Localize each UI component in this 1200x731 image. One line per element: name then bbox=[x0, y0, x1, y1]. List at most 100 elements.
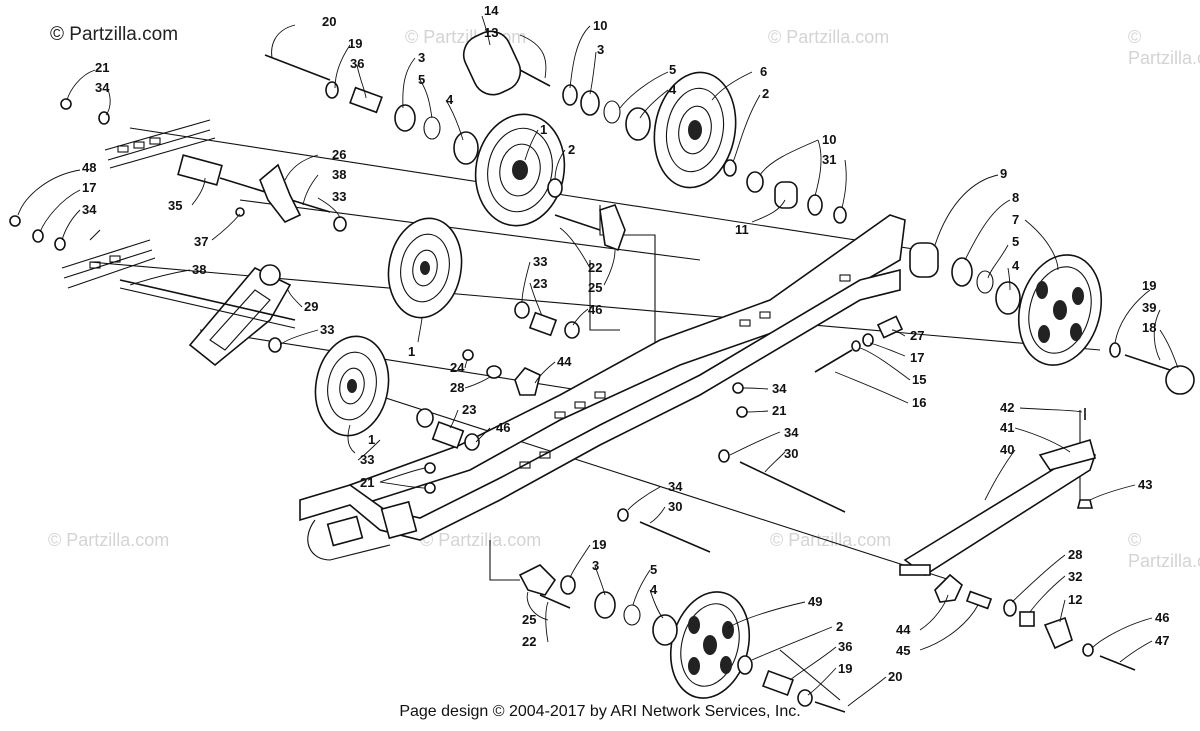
callout-40: 40 bbox=[1000, 442, 1014, 457]
watermark: © Partzilla.com bbox=[1128, 530, 1200, 571]
callout-13: 13 bbox=[484, 25, 498, 40]
callout-6: 6 bbox=[760, 64, 767, 79]
callout-38: 38 bbox=[332, 167, 346, 182]
callout-8: 8 bbox=[1012, 190, 1019, 205]
callout-1: 1 bbox=[540, 122, 547, 137]
idler-wheel-6 bbox=[653, 71, 737, 189]
callout-5: 5 bbox=[650, 562, 657, 577]
callout-14: 14 bbox=[484, 3, 499, 18]
callout-10: 10 bbox=[593, 18, 607, 33]
callout-34: 34 bbox=[82, 202, 97, 217]
watermark: © Partzilla.com bbox=[768, 27, 890, 47]
callout-44: 44 bbox=[557, 354, 572, 369]
callout-2: 2 bbox=[836, 619, 843, 634]
callout-17: 17 bbox=[82, 180, 96, 195]
main-slide-rail bbox=[299, 214, 906, 561]
rear-wheel-49 bbox=[669, 591, 751, 699]
callout-41: 41 bbox=[1000, 420, 1014, 435]
callout-48: 48 bbox=[82, 160, 96, 175]
callout-2: 2 bbox=[762, 86, 769, 101]
watermark: © Partzilla.com bbox=[1128, 27, 1200, 68]
callout-37: 37 bbox=[194, 234, 208, 249]
callout-18: 18 bbox=[1142, 320, 1156, 335]
callout-34: 34 bbox=[668, 479, 683, 494]
callout-28: 28 bbox=[450, 380, 464, 395]
callout-3: 3 bbox=[418, 50, 425, 65]
callout-11: 11 bbox=[735, 222, 749, 237]
callout-38: 38 bbox=[192, 262, 206, 277]
leader-lines bbox=[17, 15, 1179, 707]
callout-17: 17 bbox=[910, 350, 924, 365]
callout-27: 27 bbox=[910, 328, 924, 343]
callout-3: 3 bbox=[597, 42, 604, 57]
callout-29: 29 bbox=[304, 299, 318, 314]
callout-5: 5 bbox=[418, 72, 425, 87]
callout-25: 25 bbox=[588, 280, 602, 295]
callout-30: 30 bbox=[668, 499, 682, 514]
callout-39: 39 bbox=[1142, 300, 1156, 315]
callout-19: 19 bbox=[348, 36, 362, 51]
callout-2: 2 bbox=[568, 142, 575, 157]
footer-copyright: Page design © 2004-2017 by ARI Network S… bbox=[399, 703, 801, 720]
callout-32: 32 bbox=[1068, 569, 1082, 584]
callout-21: 21 bbox=[360, 475, 374, 490]
callout-43: 43 bbox=[1138, 477, 1152, 492]
callout-33: 33 bbox=[332, 189, 346, 204]
callout-16: 16 bbox=[912, 395, 926, 410]
callout-25: 25 bbox=[522, 612, 536, 627]
small-parts bbox=[9, 30, 1195, 713]
callout-5: 5 bbox=[669, 62, 676, 77]
callout-1: 1 bbox=[368, 432, 375, 447]
callout-30: 30 bbox=[784, 446, 798, 461]
callout-47: 47 bbox=[1155, 633, 1169, 648]
callout-labels: 20 19 36 14 13 10 3 5 4 3 5 4 6 2 1 2 10… bbox=[82, 3, 1169, 684]
upper-shaft bbox=[177, 154, 331, 223]
pivot-arm bbox=[119, 264, 296, 367]
callout-42: 42 bbox=[1000, 400, 1014, 415]
callout-10: 10 bbox=[822, 132, 836, 147]
callout-19: 19 bbox=[1142, 278, 1156, 293]
watermark: © Partzilla.com bbox=[770, 530, 892, 550]
callout-19: 19 bbox=[838, 661, 852, 676]
callout-20: 20 bbox=[322, 14, 336, 29]
callout-23: 23 bbox=[462, 402, 476, 417]
rear-wheel-7 bbox=[1017, 254, 1103, 366]
callout-22: 22 bbox=[522, 634, 536, 649]
callout-24: 24 bbox=[450, 360, 465, 375]
callout-4: 4 bbox=[650, 582, 658, 597]
callout-21: 21 bbox=[772, 403, 786, 418]
callout-49: 49 bbox=[808, 594, 822, 609]
callout-4: 4 bbox=[669, 82, 677, 97]
brand-label: © Partzilla.com bbox=[50, 24, 179, 45]
callout-31: 31 bbox=[822, 152, 836, 167]
callout-44: 44 bbox=[896, 622, 911, 637]
callout-22: 22 bbox=[588, 260, 602, 275]
callout-4: 4 bbox=[1012, 258, 1020, 273]
idler-wheel-1b bbox=[387, 217, 463, 319]
callout-28: 28 bbox=[1068, 547, 1082, 562]
callout-33: 33 bbox=[533, 254, 547, 269]
callout-12: 12 bbox=[1068, 592, 1082, 607]
callout-9: 9 bbox=[1000, 166, 1007, 181]
watermark: © Partzilla.com bbox=[48, 530, 170, 550]
callout-21: 21 bbox=[95, 60, 109, 75]
callout-15: 15 bbox=[912, 372, 926, 387]
callout-33: 33 bbox=[360, 452, 374, 467]
callout-7: 7 bbox=[1012, 212, 1019, 227]
callout-19: 19 bbox=[592, 537, 606, 552]
callout-46: 46 bbox=[496, 420, 510, 435]
callout-5: 5 bbox=[1012, 234, 1019, 249]
left-rail-fragment bbox=[61, 119, 216, 289]
callout-33: 33 bbox=[320, 322, 334, 337]
callout-34: 34 bbox=[772, 381, 787, 396]
callout-36: 36 bbox=[350, 56, 364, 71]
callout-36: 36 bbox=[838, 639, 852, 654]
callout-4: 4 bbox=[446, 92, 454, 107]
idler-wheel-1c bbox=[314, 335, 390, 437]
rear-arm bbox=[899, 438, 1096, 576]
callout-34: 34 bbox=[95, 80, 110, 95]
callout-46: 46 bbox=[588, 302, 602, 317]
callout-1: 1 bbox=[408, 344, 415, 359]
